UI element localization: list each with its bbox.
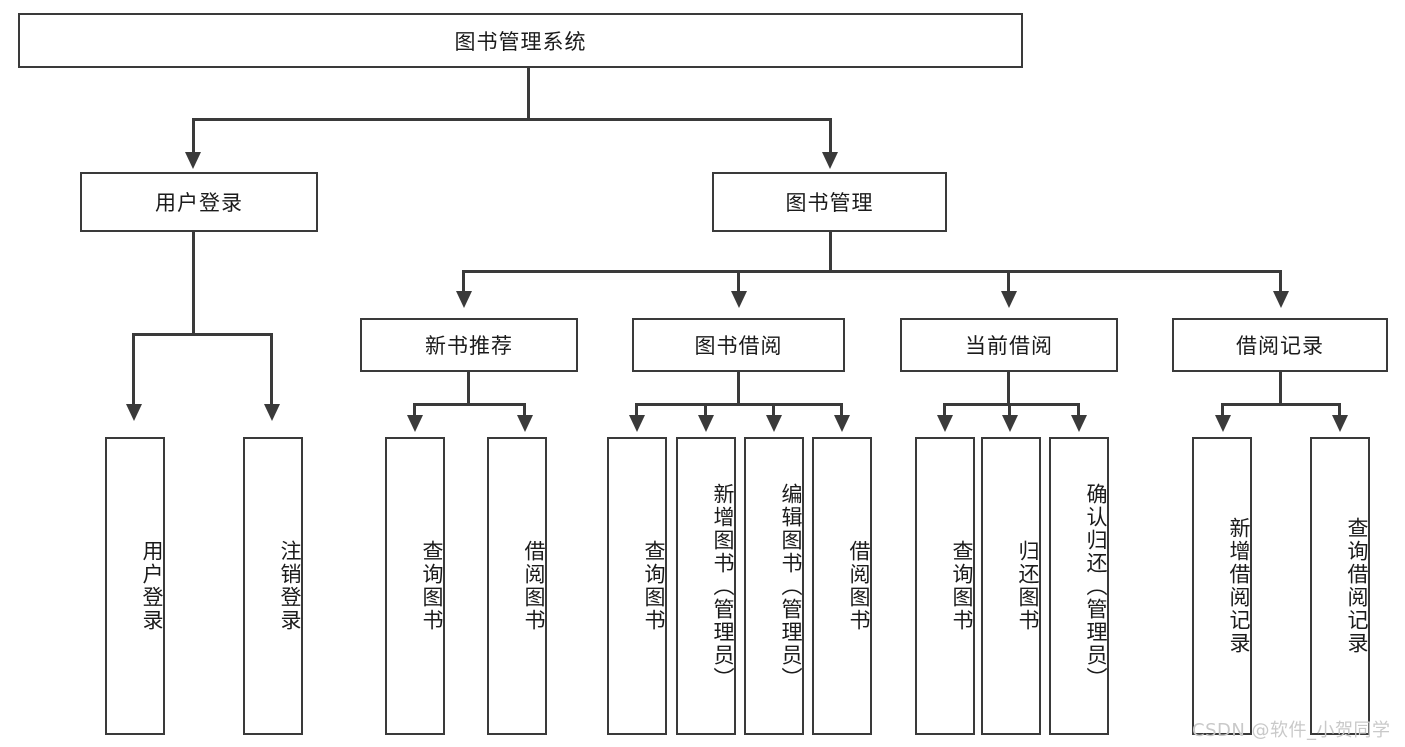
- arrow-to-user-login: [185, 152, 201, 169]
- edge-book-borrow-c4: [840, 403, 843, 417]
- node-book-manage-label: 图书管理: [785, 191, 874, 215]
- arrow-leaf-borrow-book-2: [834, 415, 850, 432]
- node-borrow-record-label: 借阅记录: [1236, 334, 1324, 358]
- edge-book-manage-bar: [462, 270, 1282, 273]
- edge-borrow-record-c2: [1338, 403, 1341, 417]
- arrow-to-book-manage: [822, 152, 838, 169]
- arrow-leaf-edit-book: [766, 415, 782, 432]
- node-user-login-label: 用户登录: [155, 191, 243, 215]
- edge-book-manage-stem: [829, 232, 832, 272]
- edge-current-borrow-stem: [1007, 372, 1010, 405]
- arrow-leaf-query-record: [1332, 415, 1348, 432]
- arrow-leaf-query-book-1: [407, 415, 423, 432]
- node-user-login[interactable]: 用户登录: [80, 172, 318, 232]
- node-leaf-query-record-label: 查询借阅记录: [1345, 517, 1369, 655]
- edge-borrow-record-c1: [1221, 403, 1224, 417]
- node-leaf-confirm-return[interactable]: 确认归还（管理员）: [1049, 437, 1109, 735]
- arrow-to-new-book-rec: [456, 291, 472, 308]
- arrow-to-book-borrow: [731, 291, 747, 308]
- edge-to-borrow-record: [1279, 270, 1282, 292]
- node-leaf-logout[interactable]: 注销登录: [243, 437, 303, 735]
- arrow-to-borrow-record: [1273, 291, 1289, 308]
- node-leaf-add-book[interactable]: 新增图书（管理员）: [676, 437, 736, 735]
- node-root-label: 图书管理系统: [454, 29, 587, 54]
- edge-borrow-record-bar: [1221, 403, 1341, 406]
- edge-new-book-rec-c2: [523, 403, 526, 417]
- node-leaf-borrow-book-1-label: 借阅图书: [522, 540, 546, 632]
- node-current-borrow-label: 当前借阅: [965, 334, 1053, 358]
- edge-book-borrow-c1: [635, 403, 638, 417]
- edge-book-borrow-c2: [704, 403, 707, 417]
- arrow-leaf-confirm-return: [1071, 415, 1087, 432]
- node-leaf-edit-book-label: 编辑图书（管理员）: [779, 482, 803, 690]
- node-leaf-query-record[interactable]: 查询借阅记录: [1310, 437, 1370, 735]
- edge-current-borrow-bar: [943, 403, 1080, 406]
- edge-user-login-stem: [192, 232, 195, 335]
- node-leaf-query-book-2-label: 查询图书: [642, 540, 666, 632]
- node-leaf-borrow-book-2-label: 借阅图书: [847, 540, 871, 632]
- node-root[interactable]: 图书管理系统: [18, 13, 1023, 68]
- node-leaf-query-book-3[interactable]: 查询图书: [915, 437, 975, 735]
- node-current-borrow[interactable]: 当前借阅: [900, 318, 1118, 372]
- edge-user-login-right: [270, 333, 273, 405]
- node-leaf-return-book[interactable]: 归还图书: [981, 437, 1041, 735]
- edge-user-login-bar: [132, 333, 272, 336]
- arrow-leaf-borrow-book-1: [517, 415, 533, 432]
- node-leaf-user-login[interactable]: 用户登录: [105, 437, 165, 735]
- node-leaf-return-book-label: 归还图书: [1016, 540, 1040, 632]
- edge-new-book-rec-c1: [413, 403, 416, 417]
- edge-root-stem: [527, 68, 530, 120]
- node-new-book-rec-label: 新书推荐: [425, 334, 513, 358]
- edge-book-borrow-stem: [737, 372, 740, 405]
- edge-root-bar: [192, 118, 832, 121]
- edge-new-book-rec-stem: [467, 372, 470, 405]
- node-leaf-query-book-1[interactable]: 查询图书: [385, 437, 445, 735]
- arrow-leaf-add-book: [698, 415, 714, 432]
- arrow-leaf-user-login: [126, 404, 142, 421]
- edge-book-borrow-c3: [772, 403, 775, 417]
- node-leaf-logout-label: 注销登录: [278, 540, 302, 632]
- node-borrow-record[interactable]: 借阅记录: [1172, 318, 1388, 372]
- node-leaf-borrow-book-2[interactable]: 借阅图书: [812, 437, 872, 735]
- node-leaf-edit-book[interactable]: 编辑图书（管理员）: [744, 437, 804, 735]
- edge-borrow-record-stem: [1279, 372, 1282, 405]
- arrow-leaf-logout: [264, 404, 280, 421]
- edge-current-borrow-c1: [943, 403, 946, 417]
- node-book-borrow[interactable]: 图书借阅: [632, 318, 845, 372]
- edge-to-current-borrow: [1007, 270, 1010, 292]
- edge-to-book-borrow: [737, 270, 740, 292]
- arrow-leaf-query-book-3: [937, 415, 953, 432]
- csdn-watermark: CSDN @软件_小贺同学: [1192, 720, 1391, 741]
- node-leaf-add-record-label: 新增借阅记录: [1227, 517, 1251, 655]
- edge-user-login-left: [132, 333, 135, 405]
- edge-to-book-manage: [829, 118, 832, 153]
- node-leaf-user-login-label: 用户登录: [140, 540, 164, 632]
- node-leaf-query-book-2[interactable]: 查询图书: [607, 437, 667, 735]
- node-new-book-rec[interactable]: 新书推荐: [360, 318, 578, 372]
- edge-new-book-rec-bar: [413, 403, 526, 406]
- node-leaf-confirm-return-label: 确认归还（管理员）: [1084, 482, 1108, 690]
- node-leaf-query-book-3-label: 查询图书: [950, 540, 974, 632]
- node-leaf-add-book-label: 新增图书（管理员）: [711, 482, 735, 690]
- node-leaf-add-record[interactable]: 新增借阅记录: [1192, 437, 1252, 735]
- edge-to-user-login: [192, 118, 195, 153]
- arrow-leaf-return-book: [1002, 415, 1018, 432]
- node-leaf-query-book-1-label: 查询图书: [420, 540, 444, 632]
- edge-book-borrow-bar: [635, 403, 843, 406]
- node-book-borrow-label: 图书借阅: [694, 334, 783, 358]
- edge-to-new-book-rec: [462, 270, 465, 292]
- arrow-leaf-query-book-2: [629, 415, 645, 432]
- arrow-leaf-add-record: [1215, 415, 1231, 432]
- node-leaf-borrow-book-1[interactable]: 借阅图书: [487, 437, 547, 735]
- node-book-manage[interactable]: 图书管理: [712, 172, 947, 232]
- arrow-to-current-borrow: [1001, 291, 1017, 308]
- edge-current-borrow-c2: [1008, 403, 1011, 417]
- edge-current-borrow-c3: [1077, 403, 1080, 417]
